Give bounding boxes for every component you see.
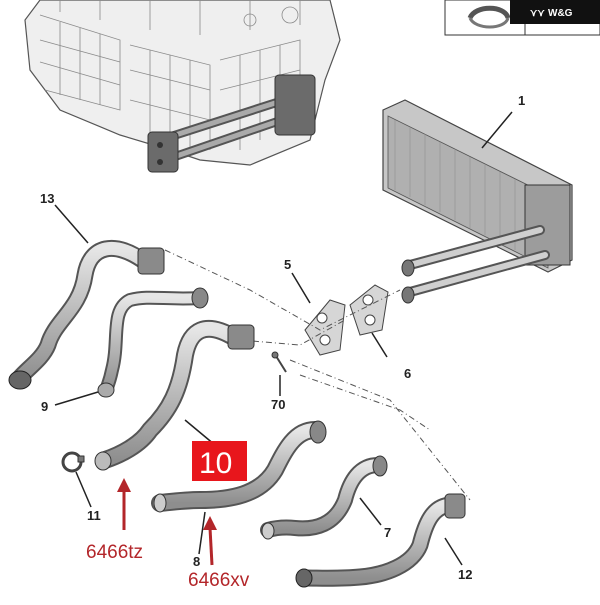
hoses xyxy=(8,239,466,588)
callout-7: 7 xyxy=(384,525,391,540)
hose-9 xyxy=(97,287,209,398)
part-10-badge: 10 xyxy=(184,419,247,481)
gasket-6 xyxy=(349,284,389,336)
clamp-11 xyxy=(61,451,85,473)
callout-70: 70 xyxy=(271,397,285,412)
callout-11: 11 xyxy=(87,508,101,523)
callout-13: 13 xyxy=(40,191,54,206)
hose-8 xyxy=(151,420,327,513)
callout-9: 9 xyxy=(41,399,48,414)
brand-logo: ⋎⋎ W&G xyxy=(510,0,600,24)
hose-7 xyxy=(260,455,388,540)
hose-10 xyxy=(94,319,255,471)
leader-lines xyxy=(54,111,513,566)
assembly-lines xyxy=(164,249,471,501)
part-10-label: 10 xyxy=(199,447,232,480)
brand-logo-icon: ⋎⋎ xyxy=(529,8,545,19)
hose-13 xyxy=(8,239,165,390)
part-number-6466xv: 6466xv xyxy=(188,570,250,591)
callout-5: 5 xyxy=(284,257,291,272)
heater-core xyxy=(382,99,573,304)
callout-8: 8 xyxy=(193,554,200,569)
callout-6: 6 xyxy=(404,366,411,381)
arrow-up-icon xyxy=(117,478,131,492)
housing-heater-pipes xyxy=(147,74,316,173)
part-number-6466tz: 6466tz xyxy=(86,542,143,563)
callout-12: 12 xyxy=(458,567,472,582)
gasket-5 xyxy=(304,299,346,356)
hvac-housing xyxy=(24,0,341,173)
brand-name: W&G xyxy=(548,8,573,19)
callout-labels: 1 13 5 6 70 9 11 7 12 8 xyxy=(40,93,525,582)
annotation-arrows xyxy=(117,478,217,566)
arrow-up-icon xyxy=(203,516,217,530)
screw-70 xyxy=(271,351,287,373)
callout-1: 1 xyxy=(518,93,525,108)
hose-12 xyxy=(295,493,466,588)
